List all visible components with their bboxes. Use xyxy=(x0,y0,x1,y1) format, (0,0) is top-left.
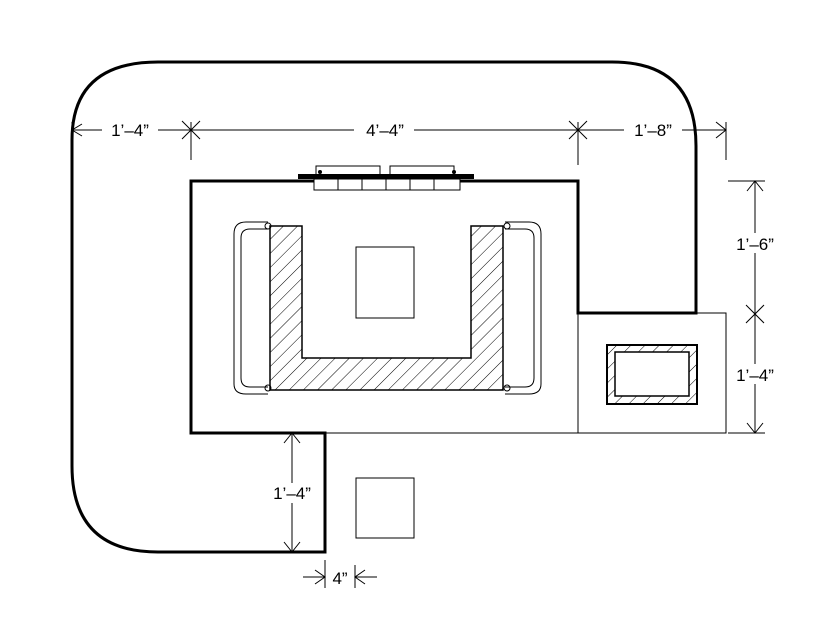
dim-bottom-small: 4” xyxy=(332,569,347,588)
center-square xyxy=(355,246,415,319)
u-shaped-counter xyxy=(269,225,504,391)
dim-top-right: 1’–8” xyxy=(634,121,672,140)
dim-top-middle: 4’–4” xyxy=(366,121,404,140)
top-fixture xyxy=(298,165,474,191)
side-extension xyxy=(191,312,727,434)
bottom-small-dimension-line xyxy=(303,560,377,588)
right-dimension-line xyxy=(728,180,765,434)
dim-top-left: 1’–4” xyxy=(111,121,149,140)
sink-box xyxy=(606,344,698,405)
right-handle xyxy=(503,221,542,395)
dim-right-upper: 1’–6” xyxy=(736,235,774,254)
left-handle xyxy=(233,221,272,395)
dim-bottom-vertical: 1’–4” xyxy=(273,484,311,503)
bottom-square xyxy=(355,477,415,539)
outer-counter-outline xyxy=(70,60,698,554)
dim-right-lower: 1’–4” xyxy=(736,366,774,385)
